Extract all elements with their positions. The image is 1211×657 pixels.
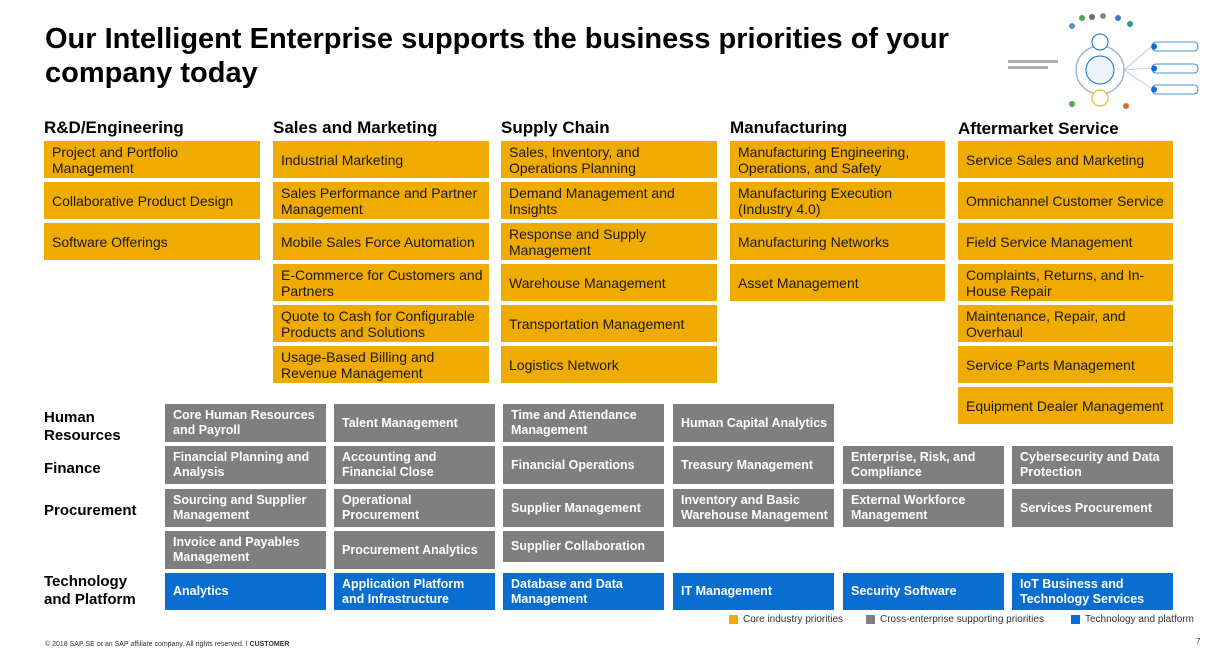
tech-priority-box: IT Management xyxy=(673,573,834,610)
priority-box: Sales Performance and Partner Management xyxy=(273,182,489,219)
cross-priority-box: Supplier Management xyxy=(503,489,664,527)
row-label-hr: Human Resources xyxy=(44,409,121,444)
classification-label: CUSTOMER xyxy=(249,641,290,648)
tech-priority-box: Security Software xyxy=(843,573,1004,610)
priority-box: Software Offerings xyxy=(44,223,260,260)
column-heading-supply-chain: Supply Chain xyxy=(501,118,610,137)
cross-priority-box: Services Procurement xyxy=(1012,489,1173,527)
cross-priority-box: Financial Operations xyxy=(503,446,664,484)
tech-priority-box: Application Platform and Infrastructure xyxy=(334,573,495,610)
legend-swatch-core xyxy=(729,615,738,624)
cross-priority-box: Supplier Collaboration xyxy=(503,531,664,562)
legend-core: Core industry priorities xyxy=(729,614,843,625)
cross-priority-box: Human Capital Analytics xyxy=(673,404,834,442)
cross-priority-box: Procurement Analytics xyxy=(334,531,495,569)
cross-priority-box: Inventory and Basic Warehouse Management xyxy=(673,489,834,527)
priority-box: Complaints, Returns, and In-House Repair xyxy=(958,264,1173,301)
priority-box: Manufacturing Execution (Industry 4.0) xyxy=(730,182,945,219)
legend-cross: Cross-enterprise supporting priorities xyxy=(866,614,1044,625)
tech-priority-box: Database and Data Management xyxy=(503,573,664,610)
cross-priority-box: Accounting and Financial Close xyxy=(334,446,495,484)
priority-box: Manufacturing Networks xyxy=(730,223,945,260)
priority-box: Maintenance, Repair, and Overhaul xyxy=(958,305,1173,342)
priority-box: Service Sales and Marketing xyxy=(958,141,1173,178)
row-label-tech: Technology and Platform xyxy=(44,573,136,608)
legend-tech: Technology and platform xyxy=(1071,614,1194,625)
cross-priority-box: Treasury Management xyxy=(673,446,834,484)
tech-priority-box: Analytics xyxy=(165,573,326,610)
legend-label: Cross-enterprise supporting priorities xyxy=(880,614,1044,625)
tech-priority-box: IoT Business and Technology Services xyxy=(1012,573,1173,610)
legend-label: Core industry priorities xyxy=(743,614,844,625)
column-heading-manufacturing: Manufacturing xyxy=(730,118,848,137)
priority-box: Usage-Based Billing and Revenue Manageme… xyxy=(273,346,489,383)
row-label-procurement: Procurement xyxy=(44,502,137,519)
priority-box: Manufacturing Engineering, Operations, a… xyxy=(730,141,945,178)
cross-priority-box: Talent Management xyxy=(334,404,495,442)
priority-box: Response and Supply Management xyxy=(501,223,717,260)
page-title: Our Intelligent Enterprise supports the … xyxy=(45,23,949,89)
copyright-footer: © 2018 SAP SE or an SAP affiliate compan… xyxy=(45,641,289,648)
legend-swatch-tech xyxy=(1071,615,1080,624)
priority-box: Mobile Sales Force Automation xyxy=(273,223,489,260)
copyright-text: © 2018 SAP SE or an SAP affiliate compan… xyxy=(45,641,250,648)
priority-box: Demand Management and Insights xyxy=(501,182,717,219)
cross-priority-box: Operational Procurement xyxy=(334,489,495,527)
column-heading-aftermarket: Aftermarket Service xyxy=(958,119,1119,138)
priority-box: Asset Management xyxy=(730,264,945,301)
priority-box: Logistics Network xyxy=(501,346,717,383)
legend-swatch-cross xyxy=(866,615,875,624)
cross-priority-box: Financial Planning and Analysis xyxy=(165,446,326,484)
priority-box: Collaborative Product Design xyxy=(44,182,260,219)
cross-priority-box: External Workforce Management xyxy=(843,489,1004,527)
priority-box: Service Parts Management xyxy=(958,346,1173,383)
cross-priority-box: Invoice and Payables Management xyxy=(165,531,326,569)
priority-box: Transportation Management xyxy=(501,305,717,342)
column-heading-sales: Sales and Marketing xyxy=(273,118,438,137)
priority-box: Sales, Inventory, and Operations Plannin… xyxy=(501,141,717,178)
cross-priority-box: Time and Attendance Management xyxy=(503,404,664,442)
priority-box: Field Service Management xyxy=(958,223,1173,260)
priority-box: E-Commerce for Customers and Partners xyxy=(273,264,489,301)
intelligent-enterprise-thumbnail xyxy=(1002,12,1200,112)
page-number: 7 xyxy=(1196,637,1201,646)
priority-box: Equipment Dealer Management xyxy=(958,387,1173,424)
cross-priority-box: Sourcing and Supplier Management xyxy=(165,489,326,527)
column-heading-rd: R&D/Engineering xyxy=(44,118,184,137)
cross-priority-box: Enterprise, Risk, and Compliance xyxy=(843,446,1004,484)
priority-box: Warehouse Management xyxy=(501,264,717,301)
priority-box: Project and Portfolio Management xyxy=(44,141,260,178)
row-label-finance: Finance xyxy=(44,460,101,477)
priority-box: Industrial Marketing xyxy=(273,141,489,178)
priority-box: Omnichannel Customer Service xyxy=(958,182,1173,219)
legend-label: Technology and platform xyxy=(1085,614,1194,625)
priority-box: Quote to Cash for Configurable Products … xyxy=(273,305,489,342)
cross-priority-box: Core Human Resources and Payroll xyxy=(165,404,326,442)
cross-priority-box: Cybersecurity and Data Protection xyxy=(1012,446,1173,484)
